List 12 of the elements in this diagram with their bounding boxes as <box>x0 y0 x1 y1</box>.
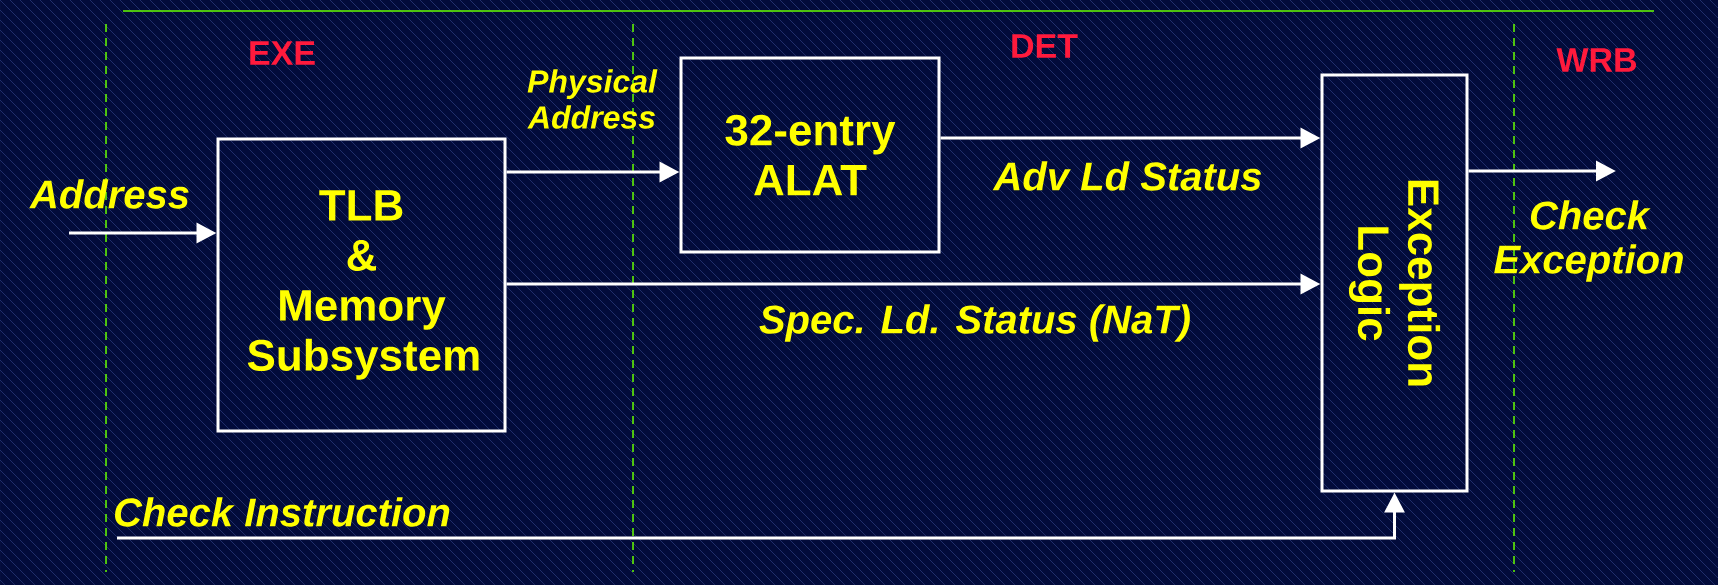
edge-label: Adv Ld Status <box>992 161 1262 191</box>
edge-label: Check Exception <box>1494 200 1683 282</box>
edge-label: Check Instruction <box>115 497 450 527</box>
rotated-box: Exception Logic <box>1320 73 1469 493</box>
stage-label: DET <box>1012 34 1078 58</box>
stage-label: EXE <box>250 41 315 65</box>
edge-label: Spec. Ld. Status (NaT) <box>759 304 1190 342</box>
stage-label: WRB <box>1556 48 1637 72</box>
process-box: 32-entry ALAT <box>679 56 941 254</box>
edge-label: Address <box>29 179 189 209</box>
edge-label: Physical Address <box>527 69 658 129</box>
process-box: TLB & Memory Subsystem <box>216 137 507 433</box>
